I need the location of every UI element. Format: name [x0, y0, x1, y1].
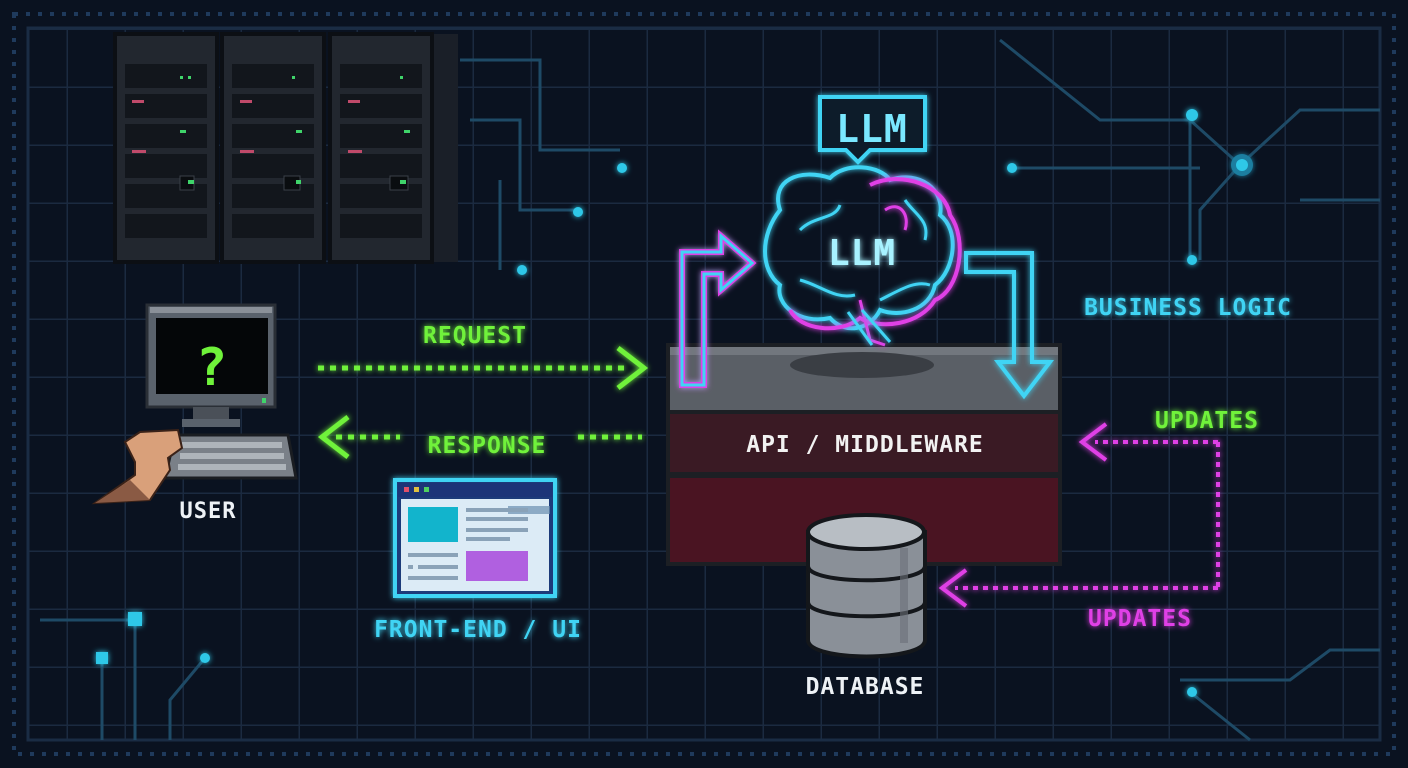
llm-input-arrow	[679, 229, 757, 388]
request-arrow	[318, 346, 649, 390]
monitor-screen	[156, 318, 268, 394]
llm-brain-label: LLM	[828, 233, 896, 274]
server-racks	[113, 32, 458, 264]
llm-bubble-label: LLM	[836, 107, 908, 151]
inner-frame	[26, 26, 1382, 742]
circuit-traces	[40, 38, 1380, 742]
updates-bottom-label: UPDATES	[1088, 606, 1192, 632]
middleware-platform	[666, 343, 1062, 566]
llm-speech-bubble	[818, 95, 927, 165]
user-computer: ?	[91, 303, 298, 505]
updates-arrow	[938, 422, 1220, 608]
api-middleware-label: API / MIDDLEWARE	[746, 432, 984, 458]
frontend-label: FRONT-END / UI	[374, 617, 582, 643]
llm-output-arrow	[964, 251, 1055, 400]
api-band	[666, 410, 1062, 476]
frontend-window-icon	[393, 478, 557, 598]
question-mark-icon: ?	[196, 338, 228, 398]
frame-border	[12, 12, 1396, 756]
response-arrow	[317, 415, 642, 459]
server-rack	[328, 32, 434, 264]
updates-top-label: UPDATES	[1155, 408, 1259, 434]
server-rack	[220, 32, 326, 264]
brain-icon	[763, 165, 962, 347]
database-icon	[806, 513, 927, 659]
hand-icon	[91, 428, 184, 505]
database-label: DATABASE	[806, 674, 925, 700]
business-logic-label: BUSINESS LOGIC	[1084, 295, 1292, 321]
request-label: REQUEST	[423, 323, 527, 349]
server-rack	[113, 32, 219, 264]
circuit-nodes	[96, 109, 1253, 697]
user-label: USER	[180, 499, 237, 524]
response-label: RESPONSE	[428, 433, 547, 459]
